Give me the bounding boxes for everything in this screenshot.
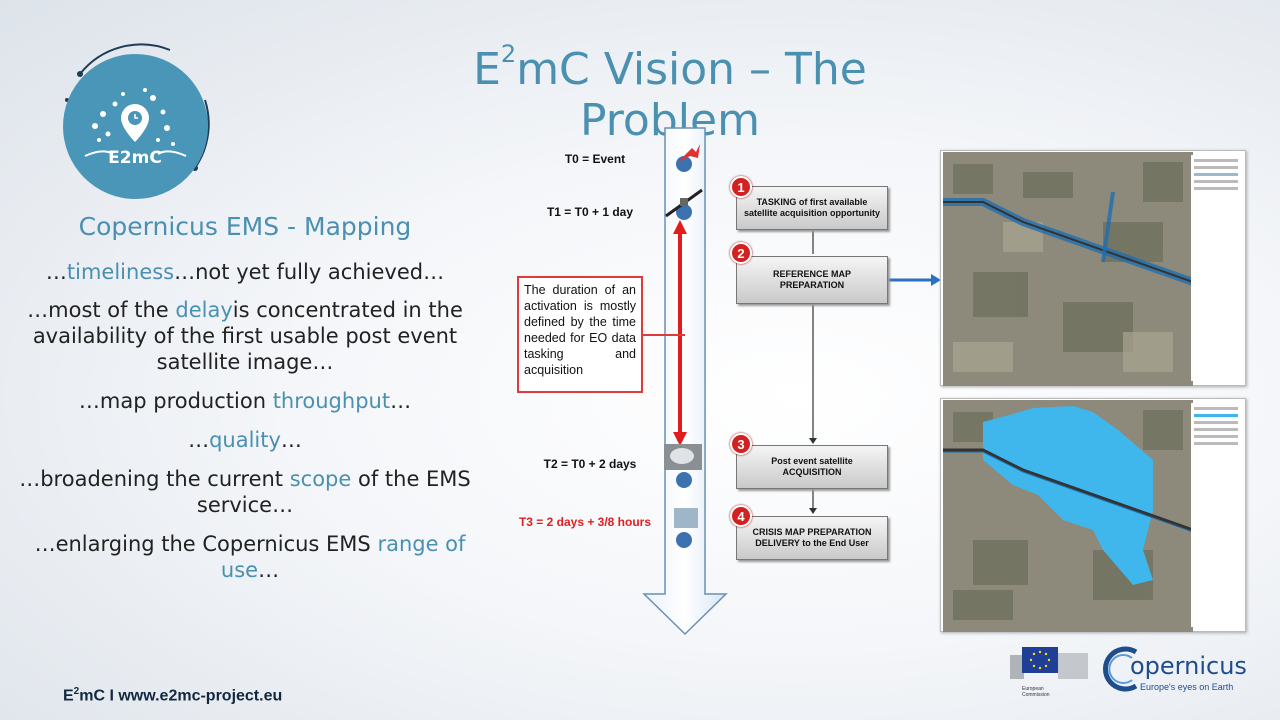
bullet-scope: …broadening the current scope of the EMS… (19, 467, 471, 517)
bullet-timeliness: …timeliness…not yet fully achieved… (45, 260, 445, 284)
reference-map-legend (1191, 155, 1241, 381)
slide-title: E2mC Vision – The Problem (473, 40, 867, 146)
reference-map-satellite-image (943, 152, 1193, 386)
step-3-number: 3 (730, 433, 752, 455)
t3-label: T3 = 2 days + 3/8 hours (518, 515, 652, 529)
antenna-icon (664, 444, 702, 488)
step-4-crisis-map: CRISIS MAP PREPARATION DELIVERY to the E… (736, 516, 888, 560)
section-subtitle: Copernicus EMS - Mapping (78, 212, 412, 241)
crisis-map-image (940, 398, 1246, 632)
logo-text: E2mC (108, 148, 162, 168)
t1-label: T1 = T0 + 1 day (546, 205, 634, 219)
reference-map-image (940, 150, 1246, 386)
crisis-map-legend (1191, 403, 1241, 627)
note-connector (643, 334, 685, 336)
footer-text: E2mC I www.e2mc-project.eu (63, 686, 283, 705)
bullet-delay: …most of the delayis concentrated in the… (27, 298, 463, 374)
location-pin-icon (84, 88, 187, 157)
copernicus-logo: opernicus Europe's eyes on Earth (1100, 642, 1250, 698)
bullet-throughput: …map production throughput… (78, 389, 412, 413)
t0-label: T0 = Event (564, 152, 626, 166)
bullet-quality: …quality… (188, 428, 302, 452)
e2mc-logo: E2mC (55, 40, 215, 200)
image-icon (674, 508, 698, 548)
step-4-number: 4 (730, 505, 752, 527)
copernicus-c-icon (1103, 646, 1138, 692)
copernicus-tagline: Europe's eyes on Earth (1140, 682, 1234, 692)
timeline-arrow (642, 127, 728, 636)
event-icon (676, 144, 700, 172)
satellite-icon (665, 188, 703, 220)
step-2-reference-map: REFERENCE MAP PREPARATION (736, 256, 888, 304)
step-1-number: 1 (730, 176, 752, 198)
flow-connectors (809, 230, 941, 514)
t2-label: T2 = T0 + 2 days (543, 457, 637, 471)
step-1-tasking: TASKING of first available satellite acq… (736, 186, 888, 230)
step-2-number: 2 (730, 242, 752, 264)
duration-note: The duration of an activation is mostly … (517, 276, 643, 393)
logo-orbit-icon (65, 43, 210, 171)
crisis-map-satellite-image (943, 400, 1193, 632)
bullet-range-of-use: …enlarging the Copernicus EMS range of u… (34, 532, 466, 582)
copernicus-wordmark: opernicus (1130, 652, 1247, 680)
step-3-acquisition: Post event satellite ACQUISITION (736, 445, 888, 489)
eu-flag-icon (1010, 647, 1088, 679)
